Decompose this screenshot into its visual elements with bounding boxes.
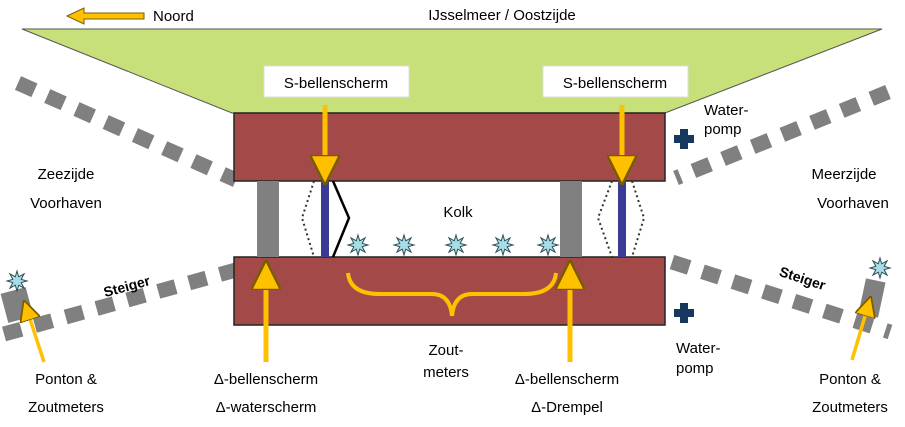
salt-meters-line1: Zout- <box>428 342 463 359</box>
pump-top-label-line2: pomp <box>704 121 742 138</box>
sensor-icon-2 <box>392 233 416 257</box>
sensor-icon-pontoon-left <box>5 269 29 293</box>
left-pontoon-line2: Zoutmeters <box>28 399 104 416</box>
left-pontoon-line1: Ponton & <box>35 371 97 388</box>
salt-meters-line2: meters <box>423 364 469 381</box>
callout-s-screen-right: S-bellenscherm <box>563 75 667 92</box>
guide-wall-lower-right <box>669 254 893 340</box>
harbour-guide-walls <box>2 76 893 342</box>
pump-bottom-label-line1: Water- <box>676 340 720 357</box>
callout-box-left <box>263 65 410 98</box>
guide-wall-upper-right <box>673 85 891 185</box>
north-label: Noord <box>153 8 194 25</box>
pump-top-label-line1: Water- <box>704 102 748 119</box>
salt-meter-brace <box>346 272 558 317</box>
delta-left-line2: Δ-waterscherm <box>216 399 317 416</box>
post-right <box>560 181 582 257</box>
right-jetty-label: Steiger <box>778 263 829 293</box>
sensor-icon-4 <box>491 233 515 257</box>
delta-left-line1: Δ-bellenscherm <box>214 371 318 388</box>
arrow-pontoon-left <box>27 310 46 363</box>
guide-wall-lower-left <box>2 262 238 342</box>
pontoon-right <box>858 278 886 318</box>
delta-right-line2: Δ-Drempel <box>531 399 603 416</box>
lake-area <box>21 28 883 114</box>
right-pontoon-line1: Ponton & <box>819 371 881 388</box>
delta-right-line1: Δ-bellenscherm <box>515 371 619 388</box>
gate-door-left-open <box>300 180 315 258</box>
upper-lock-head <box>233 112 666 182</box>
post-left <box>257 181 279 257</box>
callout-s-screen-left: S-bellenscherm <box>284 75 388 92</box>
left-harbour-line2: Voorhaven <box>30 195 102 212</box>
sensor-icon-5 <box>536 233 560 257</box>
guide-wall-upper-left <box>14 76 240 187</box>
salt-sensors-pontoon <box>5 256 892 293</box>
sensor-icon-1 <box>346 233 370 257</box>
right-pontoon-line2: Zoutmeters <box>812 399 888 416</box>
arrow-pontoon-right <box>850 306 868 361</box>
callout-box-right <box>542 65 689 98</box>
chamber-label: Kolk <box>443 204 473 221</box>
salt-sensors-chamber <box>346 233 560 257</box>
gate-door-left-closed <box>331 180 351 258</box>
right-harbour-line1: Meerzijde <box>811 166 876 183</box>
pump-bottom-icon <box>674 303 694 323</box>
lower-lock-head <box>233 256 666 326</box>
indicator-arrows <box>27 105 868 363</box>
gate-door-right-a <box>596 180 613 258</box>
bubble-screen-left <box>321 181 329 257</box>
pump-bottom-label-line2: pomp <box>676 360 714 377</box>
right-harbour-line2: Voorhaven <box>817 195 889 212</box>
north-arrow-icon <box>65 7 145 25</box>
pump-top-icon <box>674 129 694 149</box>
bubble-screen-right <box>618 181 626 257</box>
left-harbour-line1: Zeezijde <box>38 166 95 183</box>
sensor-icon-3 <box>444 233 468 257</box>
sensor-icon-pontoon-right <box>868 256 892 280</box>
gate-door-right-b <box>631 180 646 258</box>
lake-title: IJsselmeer / Oostzijde <box>428 7 576 24</box>
